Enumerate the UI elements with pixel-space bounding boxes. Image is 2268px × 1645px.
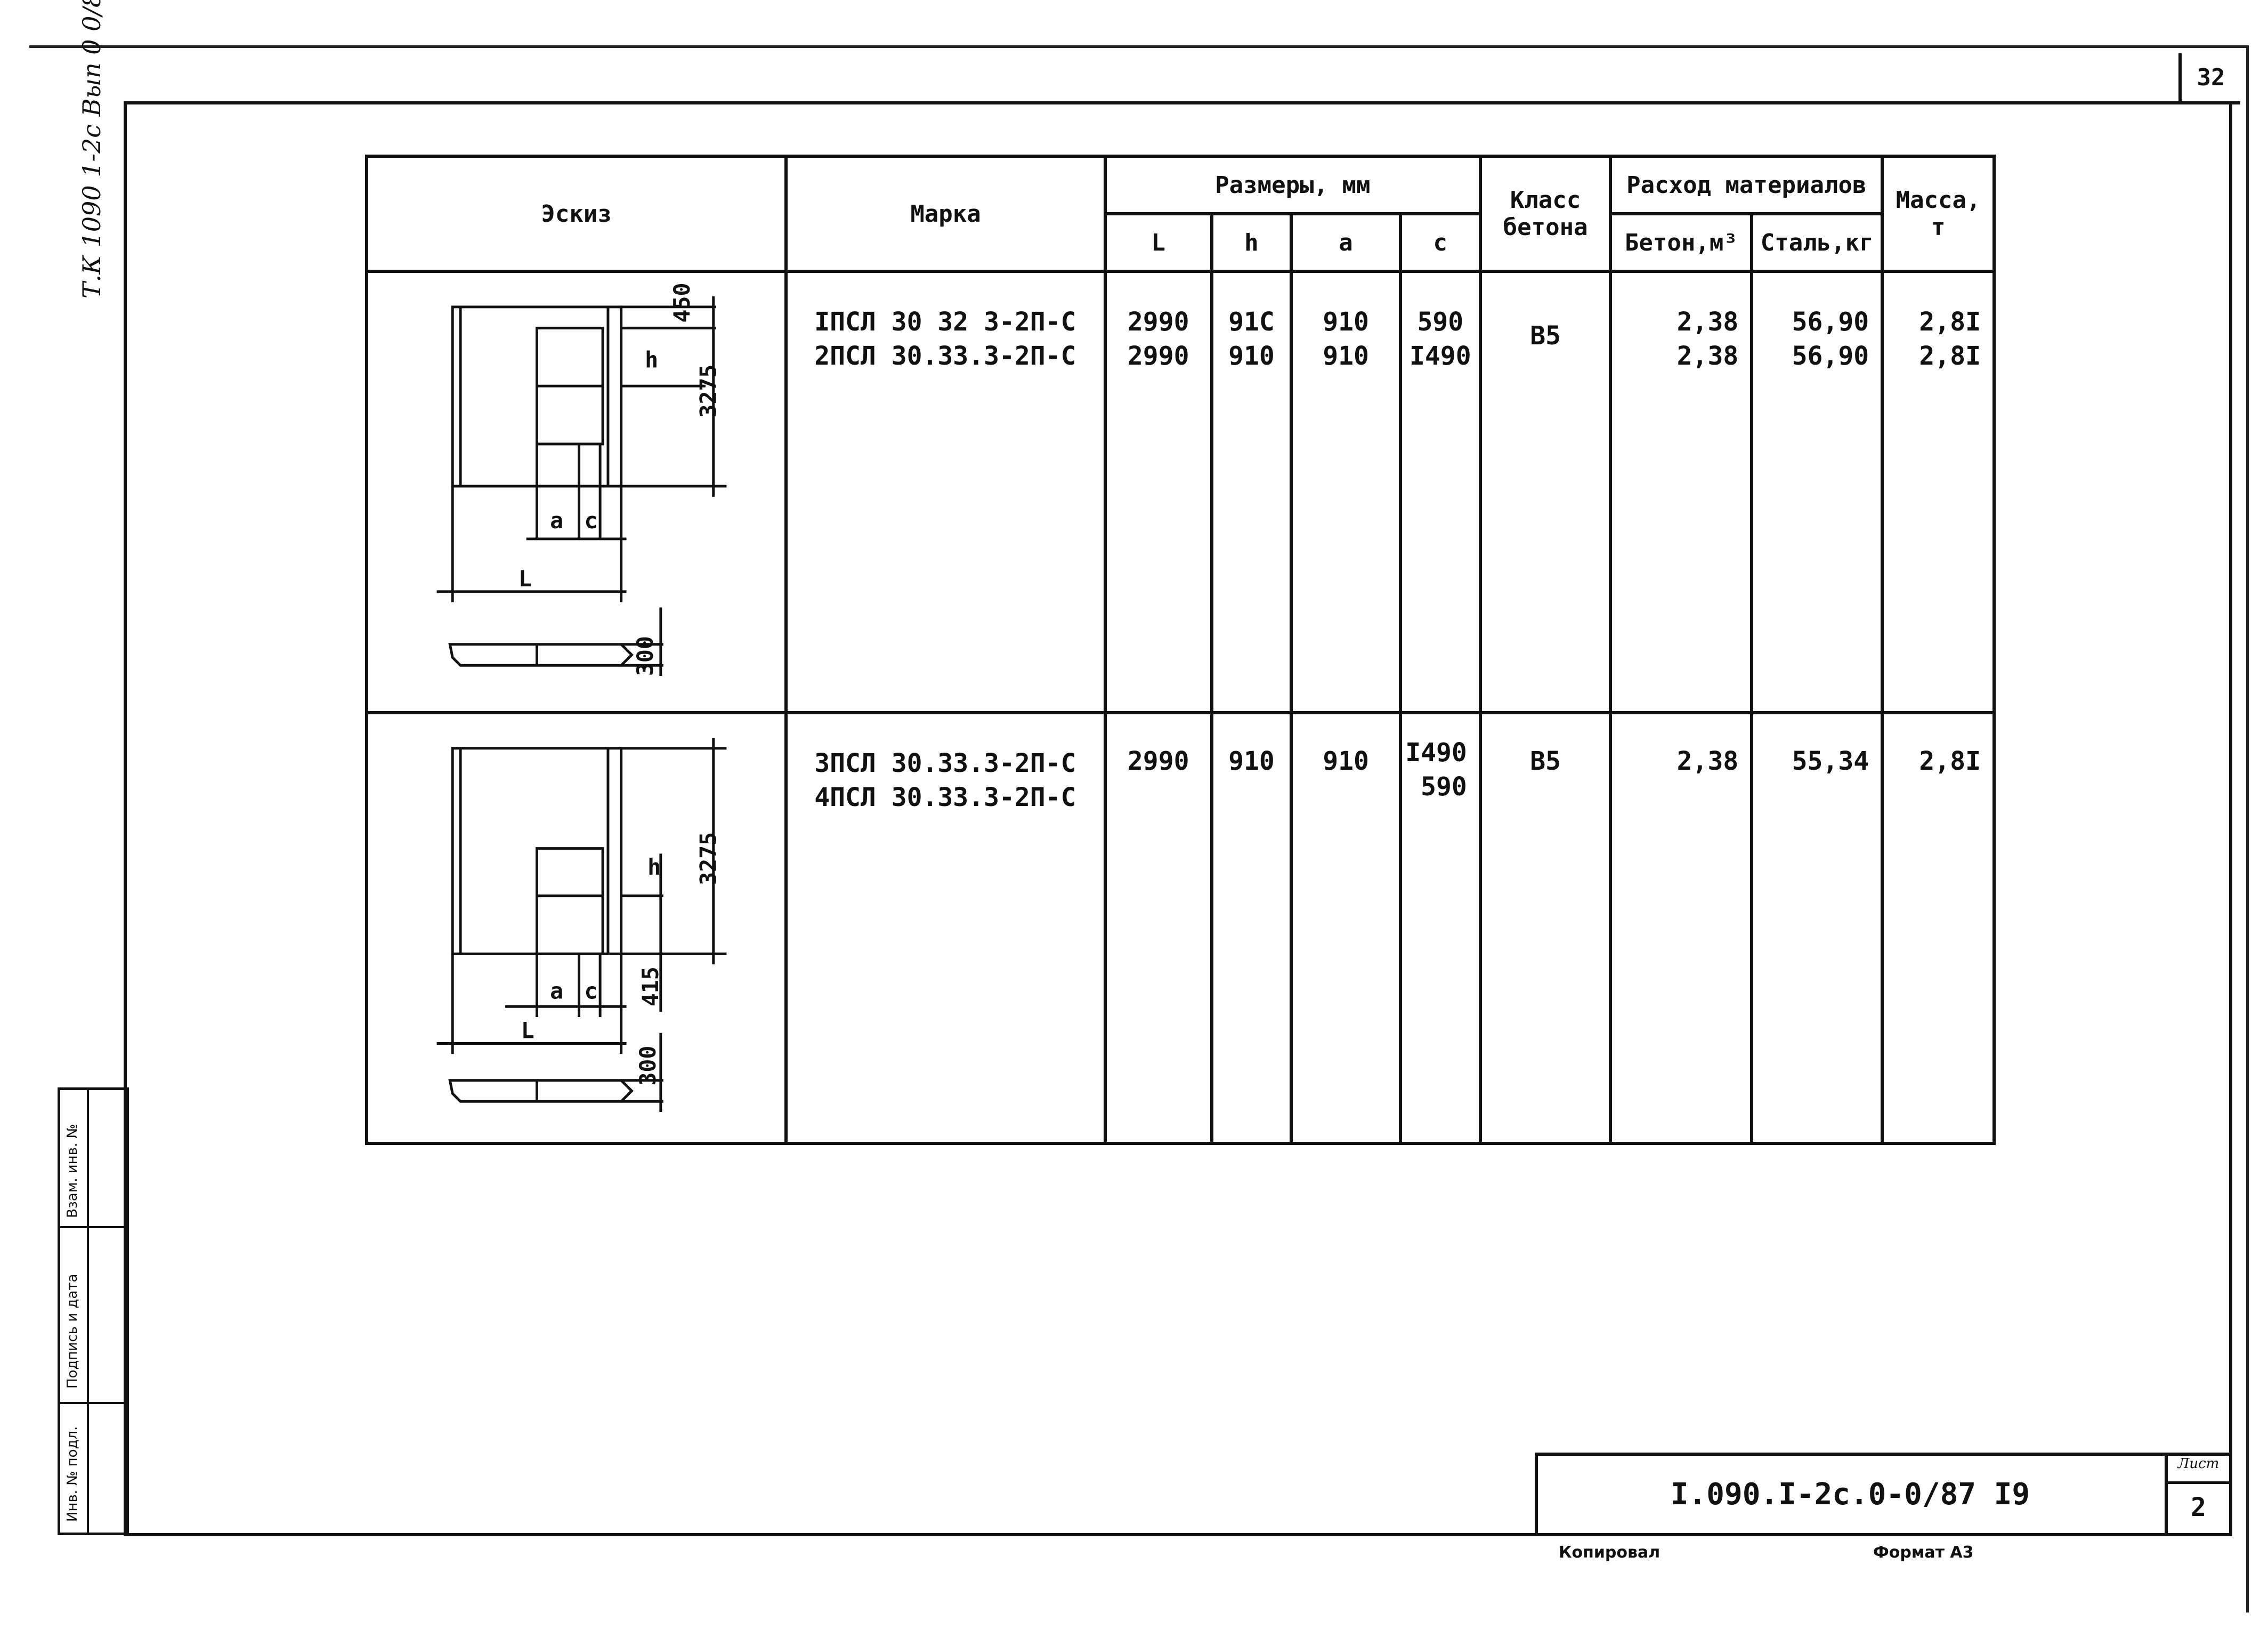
c-value: I490 [1405,738,1467,768]
h-value: 91С [1228,307,1275,337]
header-concrete-class: Класс бетона [1478,155,1613,273]
concrete-cell-1: 2,38 2,38 [1609,270,1754,714]
sketch1-dim-height: 3275 [695,365,722,418]
sheet-number: 2 [2191,1492,2206,1522]
mark-value: 4ПСЛ 30.33.3-2П-С [814,783,1076,812]
sketch1-dim-top: 450 [669,283,695,323]
c-cell-2: I490 590 [1398,711,1482,1145]
side-label-inv: Инв. № подл. [64,1426,80,1522]
mass-cell-1: 2,8I 2,8I [1881,270,1996,714]
format-label: Формат А3 [1873,1543,1974,1562]
header-L: L [1103,212,1213,273]
specification-table: Эскиз Марка Размеры, мм Класс бетона Рас… [365,155,1996,1145]
a-value: 910 [1323,341,1369,371]
mass-value: 2,8I [1919,307,1981,337]
L-cell-1: 2990 2990 [1103,270,1213,714]
sketch1-dim-c: c [584,507,597,534]
header-mark: Марка [784,155,1107,273]
sketch2-dim-thick: 300 [635,1046,661,1086]
sheet-label: Лист [2168,1456,2229,1484]
sketch2-dim-L: L [521,1018,534,1044]
header-dimensions: Размеры, мм [1103,155,1482,215]
mark-value: IПСЛ 30 32 3-2П-С [814,307,1076,337]
a-cell-2: 910 [1290,711,1402,1145]
copied-by-label: Копировал [1559,1543,1661,1562]
L-cell-2: 2990 [1103,711,1213,1145]
sketch2-dim-height: 3275 [695,832,722,885]
side-label-sign: Подпись и дата [64,1273,80,1389]
outer-frame [29,45,2249,1612]
mark-cell-2: 3ПСЛ 30.33.3-2П-С 4ПСЛ 30.33.3-2П-С [784,711,1107,1145]
sketch2-dim-h: h [647,854,661,880]
steel-cell-2: 55,34 [1750,711,1884,1145]
margin-title: Т.К 1090 1-2с Вып 0 0/87 [77,0,106,299]
sketch2-dim-c: c [584,978,597,1004]
panel-sketch-1: 450 h 3275 a c L 300 [436,283,727,676]
header-h: h [1210,212,1293,273]
header-concrete: Бетон,м³ [1609,212,1754,273]
table-row: 450 h 3275 a c L 300 IПСЛ 30 32 3-2П-С 2… [365,270,1996,714]
side-stamp-block: Инв. № подл. Подпись и дата Взам. инв. № [58,1087,129,1535]
mark-value: 3ПСЛ 30.33.3-2П-С [814,748,1076,778]
title-block: I.090.I-2с.0-0/87 I9 Лист 2 [1535,1453,2229,1533]
a-value: 910 [1323,307,1369,337]
side-label-repl: Взам. инв. № [64,1124,80,1218]
header-mass: Масса, т [1881,155,1996,273]
sketch1-dim-L: L [519,566,532,592]
concrete-cell-2: 2,38 [1609,711,1754,1145]
concrete-value: 2,38 [1676,341,1739,371]
header-a: a [1290,212,1402,273]
mass-cell-2: 2,8I [1881,711,1996,1145]
c-value: I490 [1410,341,1471,371]
sketch1-dim-a: a [550,507,563,534]
sketch1-dim-h: h [645,347,658,373]
sketch2-dim-a: a [550,978,563,1004]
L-value: 2990 [1127,341,1189,371]
table-row: 3275 h 415 a c L 300 3ПСЛ 30.33.3-2П-С 4… [365,711,1996,1145]
mark-value: 2ПСЛ 30.33.3-2П-С [814,341,1076,371]
class-cell-1: В5 [1478,270,1613,714]
mark-cell-1: IПСЛ 30 32 3-2П-С 2ПСЛ 30.33.3-2П-С [784,270,1107,714]
header-consumption: Расход материалов [1609,155,1884,215]
page-number: 32 [2178,53,2240,104]
h-cell-2: 910 [1210,711,1293,1145]
header-c: c [1398,212,1482,273]
steel-cell-1: 56,90 56,90 [1750,270,1884,714]
steel-value: 56,90 [1792,307,1869,337]
sketch-cell-1: 450 h 3275 a c L 300 [365,270,788,714]
c-cell-1: 590 I490 [1398,270,1482,714]
sketch2-dim-bottom: 415 [637,966,663,1006]
a-cell-1: 910 910 [1290,270,1402,714]
L-value: 2990 [1127,307,1189,337]
c-value: 590 [1421,772,1467,802]
sheet-box: Лист 2 [2165,1456,2229,1533]
document-code: I.090.I-2с.0-0/87 I9 [1670,1477,2030,1512]
concrete-value: 2,38 [1676,307,1739,337]
mass-value: 2,8I [1919,341,1981,371]
class-cell-2: В5 [1478,711,1613,1145]
header-steel: Сталь,кг [1750,212,1884,273]
h-value: 910 [1228,341,1275,371]
sketch-cell-2: 3275 h 415 a c L 300 [365,711,788,1145]
steel-value: 56,90 [1792,341,1869,371]
h-cell-1: 91С 910 [1210,270,1293,714]
header-sketch: Эскиз [365,155,788,273]
c-value: 590 [1417,307,1464,337]
panel-sketch-2: 3275 h 415 a c L 300 [436,737,727,1112]
sketch1-dim-thick: 300 [632,636,658,676]
drawing-frame [124,101,2232,1536]
